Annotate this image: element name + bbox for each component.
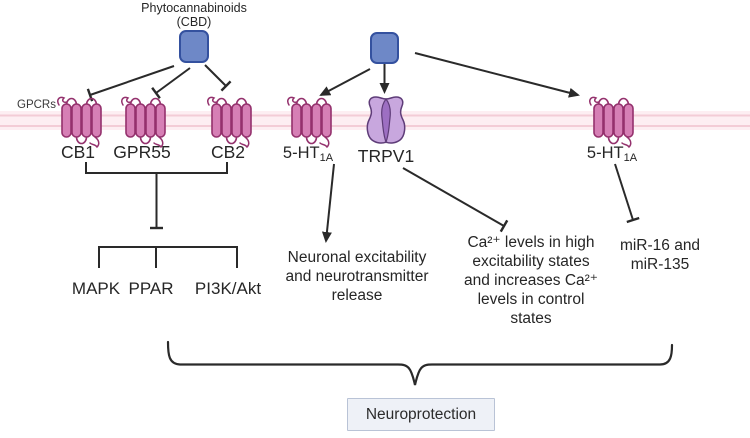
title-line1: Phytocannabinoids <box>141 1 247 15</box>
mir-line: miR-135 <box>630 256 690 273</box>
pi3k-akt-label: PI3K/Akt <box>194 279 262 298</box>
ht1a-left-receptor-icon <box>287 96 332 148</box>
calcium-line: Ca²⁺ levels in high <box>467 234 595 251</box>
calcium-line: levels in control <box>477 291 585 308</box>
connectors <box>85 52 674 386</box>
calcium-line: and increases Ca²⁺ <box>464 272 598 289</box>
title-line2: (CBD) <box>176 15 212 29</box>
cb1-label: CB1 <box>60 142 96 162</box>
neuronal-line: release <box>331 287 383 304</box>
cbd-ligand-icon-right <box>370 32 399 64</box>
neuroprotection-label: Neuroprotection <box>365 405 477 423</box>
ht1a-left-to-neuronal-arrow <box>321 163 335 243</box>
mapk-label: MAPK <box>71 279 121 298</box>
cbd-inhibits-cb1-connector <box>86 65 175 102</box>
ht1a-right-label: 5-HT1A <box>586 144 638 164</box>
gpcrs-label: GPCRs <box>17 99 56 111</box>
cb2-receptor-icon <box>207 96 252 148</box>
ligand-icons <box>179 30 399 64</box>
ht1a-right-label-sub: 1A <box>623 152 638 164</box>
cbd-ligand-icon-left <box>179 30 209 63</box>
cbd-activates-ht1a-right-connector <box>414 52 580 98</box>
gpr55-label: GPR55 <box>113 142 171 162</box>
ht1a-left-label: 5-HT1A <box>282 144 334 164</box>
cbd-activates-ht1a-left-connector <box>319 68 371 96</box>
diagram-title: Phytocannabinoids (CBD) <box>141 1 247 29</box>
mir-outcome-text: miR-16 and miR-135 <box>620 236 700 274</box>
gpr55-receptor-icon <box>121 96 166 148</box>
neuronal-line: Neuronal excitability <box>287 249 427 266</box>
neuronal-outcome-text: Neuronal excitability and neurotransmitt… <box>285 248 428 305</box>
cbd-inhibits-cb2-connector <box>204 64 232 92</box>
cb2-label: CB2 <box>210 142 246 162</box>
trpv1-channel-icon <box>366 96 406 144</box>
ht1a-left-label-main: 5-HT <box>282 144 320 162</box>
calcium-line: excitability states <box>472 253 590 270</box>
cb1-receptor-icon <box>57 96 102 148</box>
calcium-line: states <box>510 310 552 327</box>
neuronal-line: and neurotransmitter <box>285 268 429 285</box>
mir-line: miR-16 and <box>619 237 701 254</box>
neuroprotection-brace <box>166 340 674 386</box>
trpv1-label: TRPV1 <box>357 146 415 166</box>
ht1a-right-label-main: 5-HT <box>586 144 624 162</box>
ht1a-right-receptor-icon <box>589 96 634 148</box>
ppar-label: PPAR <box>128 279 174 298</box>
cb-receptors-bracket <box>85 162 228 174</box>
neuroprotection-box: Neuroprotection <box>347 398 495 431</box>
trpv1-to-calcium-tbar <box>402 167 509 233</box>
effectors-bracket <box>98 246 238 268</box>
ht1a-left-label-sub: 1A <box>319 152 334 164</box>
calcium-outcome-text: Ca²⁺ levels in high excitability states … <box>464 233 598 328</box>
ht1a-right-to-mir-tbar <box>614 163 640 224</box>
cbd-inhibits-gpr55-connector <box>151 67 191 99</box>
